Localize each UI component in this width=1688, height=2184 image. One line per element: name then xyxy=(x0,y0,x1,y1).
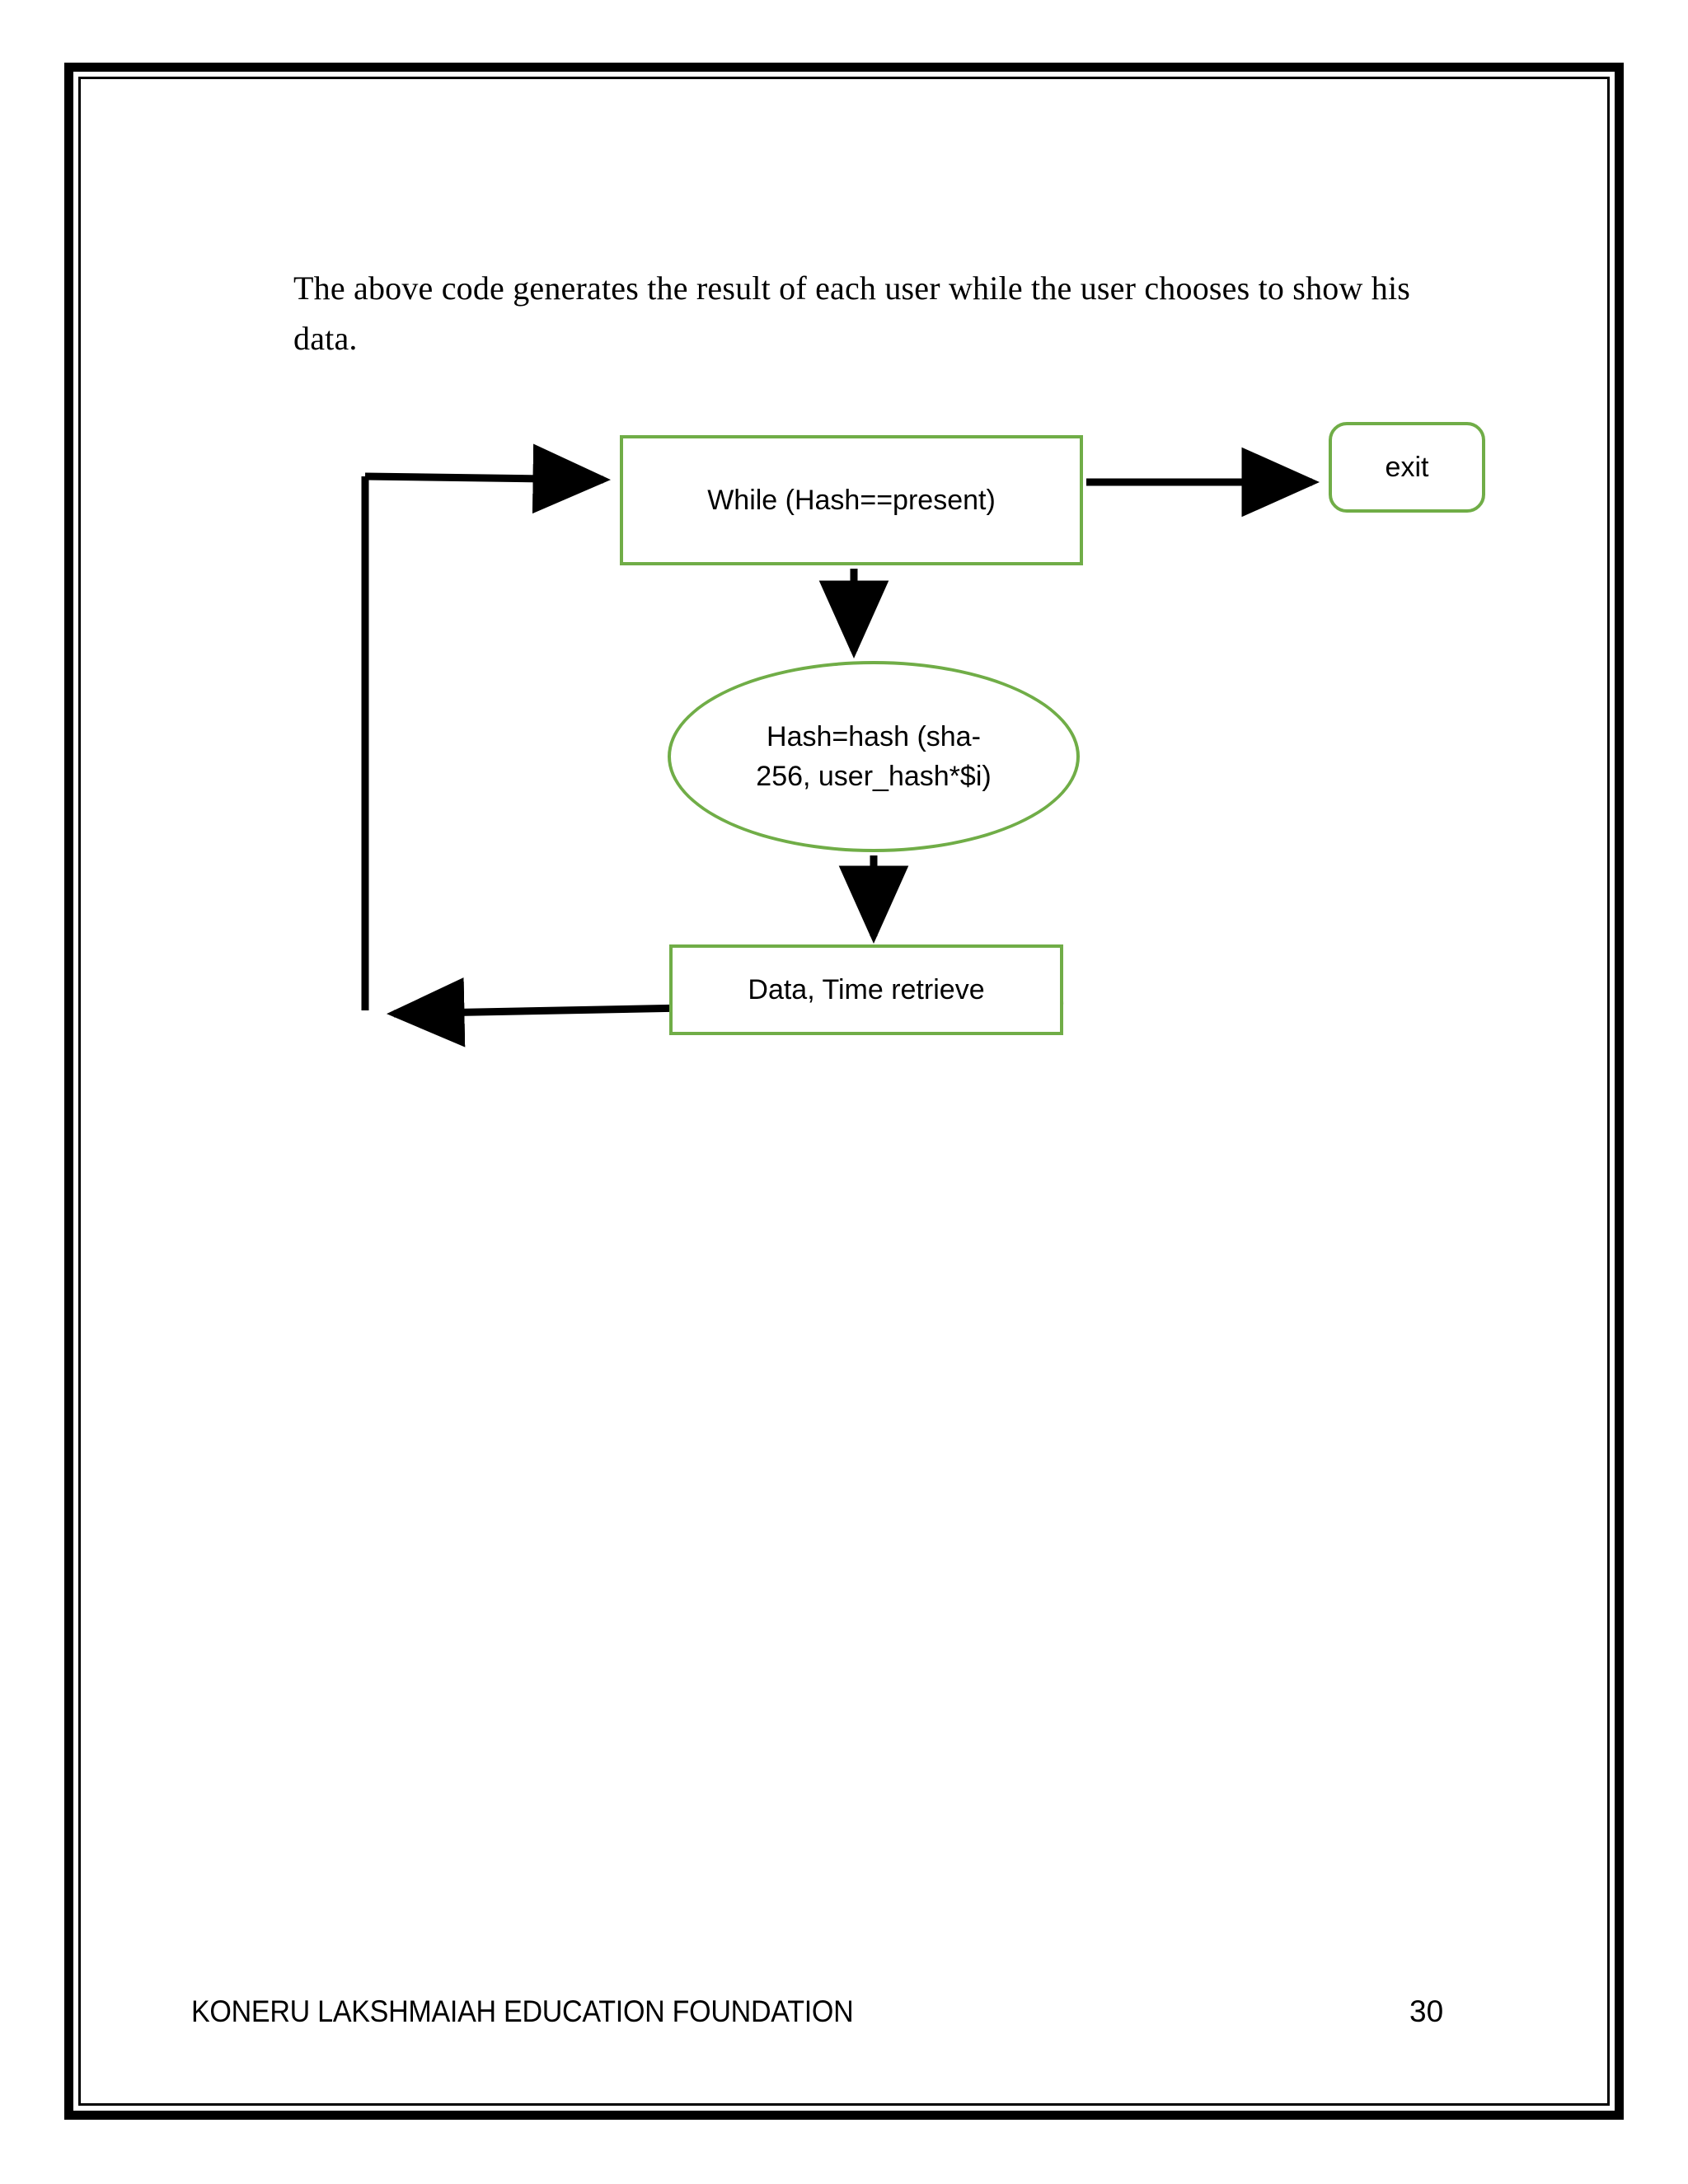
footer-organization: KONERU LAKSHMAIAH EDUCATION FOUNDATION xyxy=(191,1994,854,2028)
body-paragraph: The above code generates the result of e… xyxy=(293,269,1411,357)
edge-loop-into-while xyxy=(364,443,611,514)
flow-node-data[interactable]: Data, Time retrieve xyxy=(669,944,1063,1035)
flow-node-while[interactable]: While (Hash==present) xyxy=(620,435,1083,565)
page-border-outer xyxy=(64,63,1624,2120)
page-border-inner xyxy=(78,77,1610,2106)
flow-node-exit[interactable]: exit xyxy=(1329,422,1485,513)
flow-node-hash[interactable]: Hash=hash (sha- 256, user_hash*$i) xyxy=(668,661,1080,852)
flow-node-hash-line1: Hash=hash (sha- xyxy=(767,720,981,752)
flow-node-hash-line2: 256, user_hash*$i) xyxy=(756,761,992,792)
footer-page-number: 30 xyxy=(1409,1994,1444,2028)
